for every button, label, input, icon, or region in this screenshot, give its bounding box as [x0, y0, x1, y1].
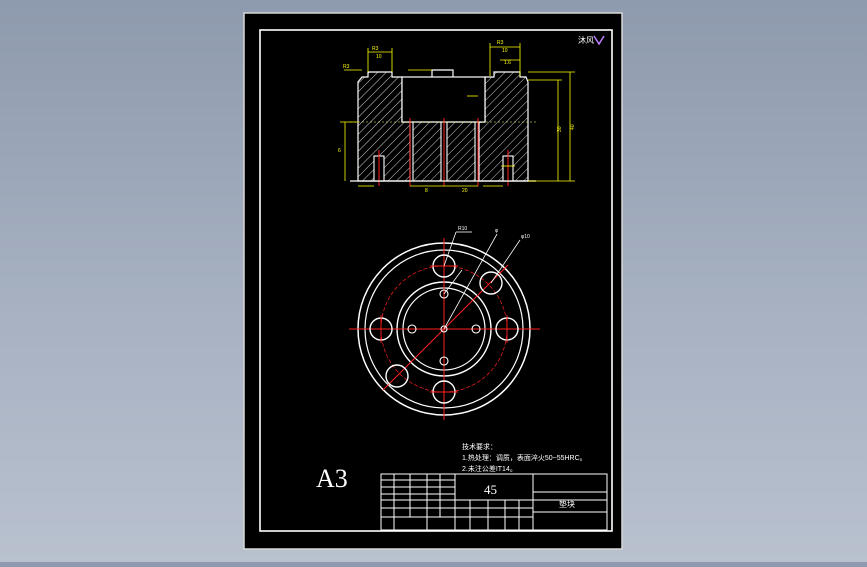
dim-text-1: R3	[372, 46, 379, 52]
tech-requirements-heading: 技术要求：	[462, 442, 497, 451]
bolt-hole-ne	[479, 271, 503, 295]
title-block[interactable]	[380, 473, 608, 531]
material-label: 45	[484, 482, 497, 497]
center-rib-left	[412, 121, 442, 182]
sheet-size-label: A3	[316, 464, 348, 493]
dim-text-6: 1.6	[504, 60, 511, 66]
logo-text: 沐风	[578, 35, 594, 45]
part-name-label: 垫块	[559, 499, 575, 509]
dimension-lines	[340, 43, 575, 187]
section-view[interactable]: R3 10 R3 10 R3 1.6 40 30 6 8 20	[338, 40, 576, 194]
hub-hole-bottom	[439, 356, 449, 366]
bolt-hole-sw	[385, 364, 409, 388]
dim-text-14: φ10	[521, 234, 530, 240]
dim-text-9: 6	[338, 148, 341, 154]
dim-text-7: 40	[570, 124, 576, 130]
dim-text-13: φ	[495, 228, 499, 234]
dim-text-12: R10	[458, 226, 467, 232]
tech-requirements: 技术要求： 1.热处理：调质，表面淬火50~55HRC。 2.未注公差IT14。	[462, 442, 587, 473]
logo: 沐风	[578, 35, 605, 46]
center-bridge	[401, 76, 486, 123]
tech-requirements-line1: 1.热处理：调质，表面淬火50~55HRC。	[462, 453, 587, 462]
hub-hole-right	[471, 324, 481, 334]
plan-dimension-texts: R10 φ φ10	[458, 226, 530, 240]
dimension-texts: R3 10 R3 10 R3 1.6 40 30 6 8 20	[338, 40, 576, 194]
tech-requirements-line2: 2.未注公差IT14。	[462, 464, 517, 473]
plan-leaders	[443, 231, 521, 330]
dim-text-5: R3	[343, 64, 350, 70]
hub-holes	[407, 289, 481, 366]
plan-view[interactable]: R10 φ φ10	[349, 226, 540, 420]
hub-hole-left	[407, 324, 417, 334]
dim-text-8: 30	[557, 126, 563, 132]
hub-hole-top	[439, 289, 449, 299]
logo-icon	[593, 35, 605, 46]
dim-text-3: R3	[497, 40, 504, 46]
dim-text-4: 10	[502, 48, 508, 54]
dim-text-10: 8	[425, 188, 428, 194]
drawing-border	[259, 29, 613, 532]
dim-text-2: 10	[376, 54, 382, 60]
top-key	[431, 69, 454, 77]
dim-text-11: 20	[462, 188, 468, 194]
center-rib-right	[446, 121, 476, 182]
center-hole	[440, 325, 448, 333]
